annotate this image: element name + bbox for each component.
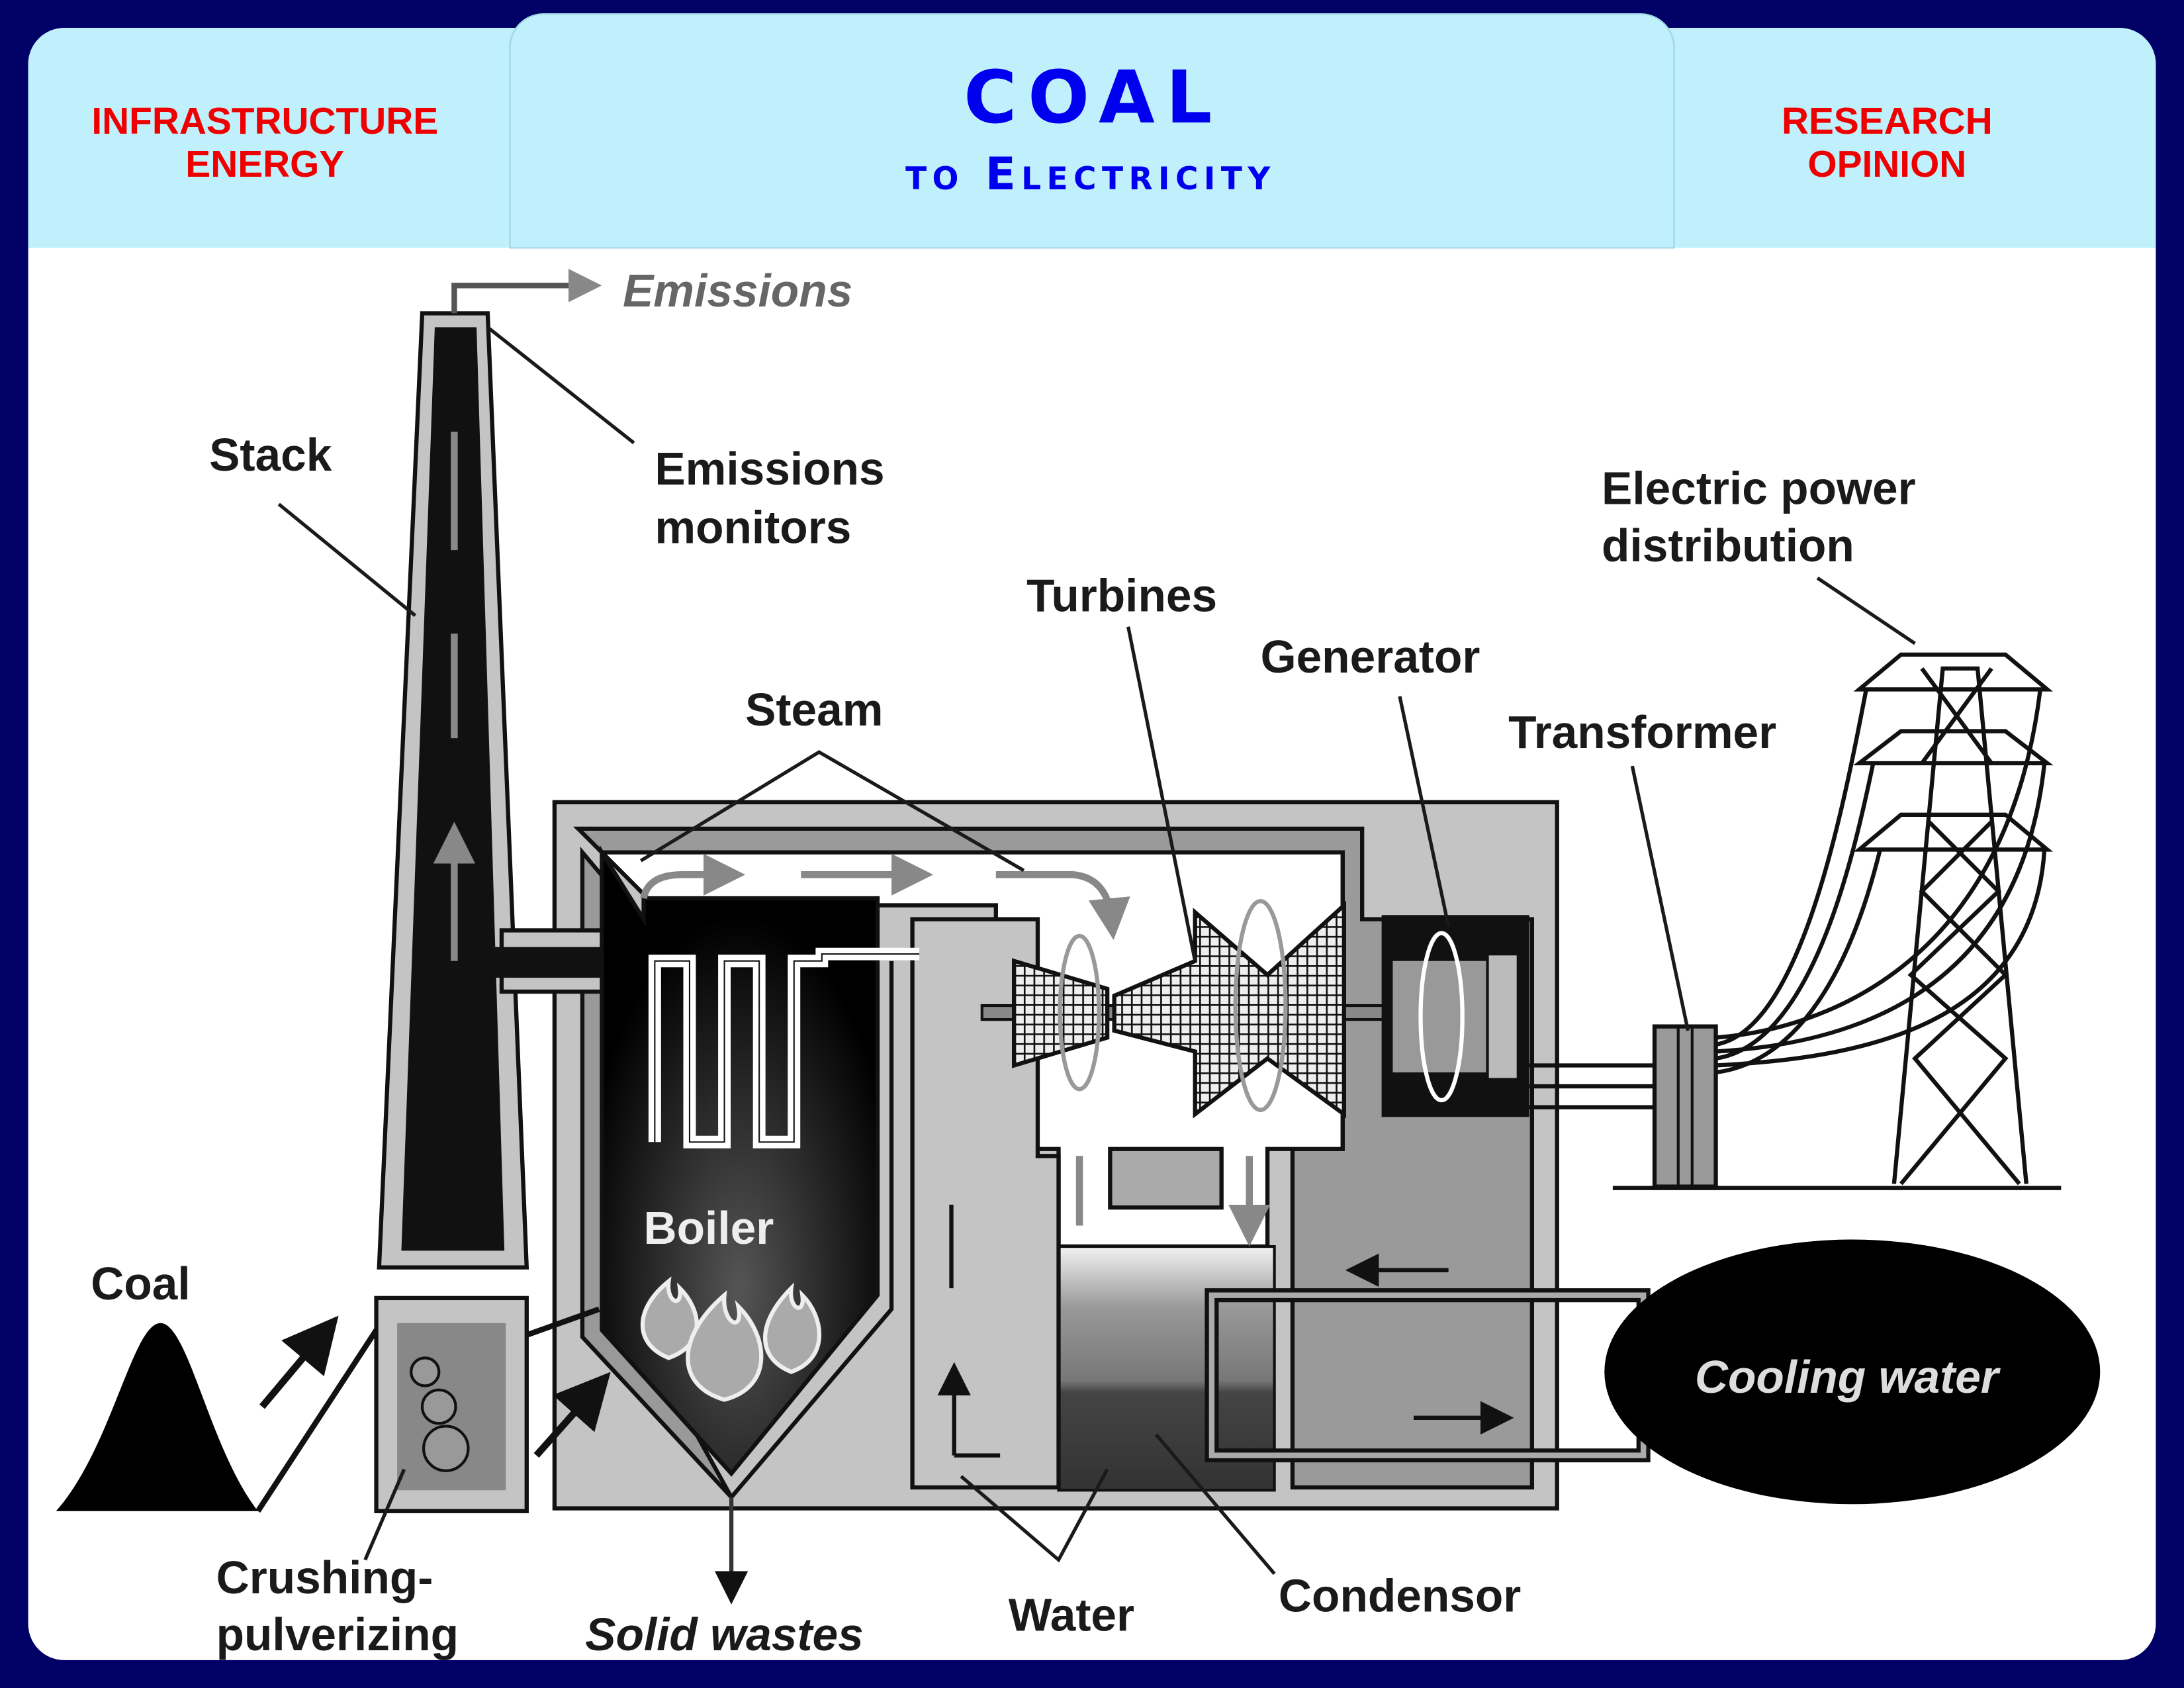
turbines (980, 899, 1416, 1119)
electric-power-label-1: Electric power (1602, 463, 1916, 514)
electric-power-label-2: distribution (1602, 520, 1854, 571)
page-subtitle: to Electricity (905, 148, 1276, 200)
header-right-line1: RESEARCH (1782, 101, 1993, 142)
crushing-label-1: Crushing- (216, 1552, 433, 1603)
emissions-monitors-label-2: monitors (655, 502, 851, 553)
crushing-label-2: pulverizing (216, 1609, 459, 1660)
crusher (374, 1295, 529, 1513)
transformer-label: Transformer (1508, 706, 1776, 758)
boiler (580, 845, 920, 1501)
steam-arrows (640, 853, 1250, 1225)
coal-pile (56, 1323, 258, 1511)
solid-wastes-label: Solid wastes (585, 1609, 864, 1660)
transformer (1652, 1024, 1718, 1189)
power-lines (1529, 1063, 1658, 1109)
coal-feed-arrow (259, 1315, 339, 1409)
header-center-tab (509, 13, 1675, 249)
transmission-tower-icon (1715, 652, 2054, 1186)
cooling-water: Cooling water (952, 1204, 2101, 1505)
condensor-label: Condensor (1279, 1570, 1521, 1621)
cooling-water-label: Cooling water (1695, 1351, 2001, 1403)
turbines-label: Turbines (1026, 570, 1217, 622)
emissions-monitors-label-1: Emissions (655, 443, 884, 494)
page-title: COAL (964, 55, 1223, 140)
generator-label: Generator (1261, 631, 1480, 682)
leader-lines (277, 326, 1916, 1575)
header-left-line1: INFRASTRUCTURE (91, 101, 438, 142)
stack (377, 269, 604, 1270)
header-right-line2: OPINION (1807, 144, 1966, 185)
steam-label: Steam (745, 684, 883, 735)
header-left-line2: ENERGY (185, 144, 344, 185)
stack-label: Stack (209, 429, 332, 481)
boiler-label: Boiler (644, 1202, 774, 1254)
coal-label: Coal (91, 1258, 190, 1309)
generator (1381, 915, 1529, 1117)
emissions-label: Emissions (623, 265, 852, 316)
flame-icon (640, 1276, 822, 1402)
water-label: Water (1009, 1589, 1134, 1641)
emissions-arrow (451, 269, 602, 314)
